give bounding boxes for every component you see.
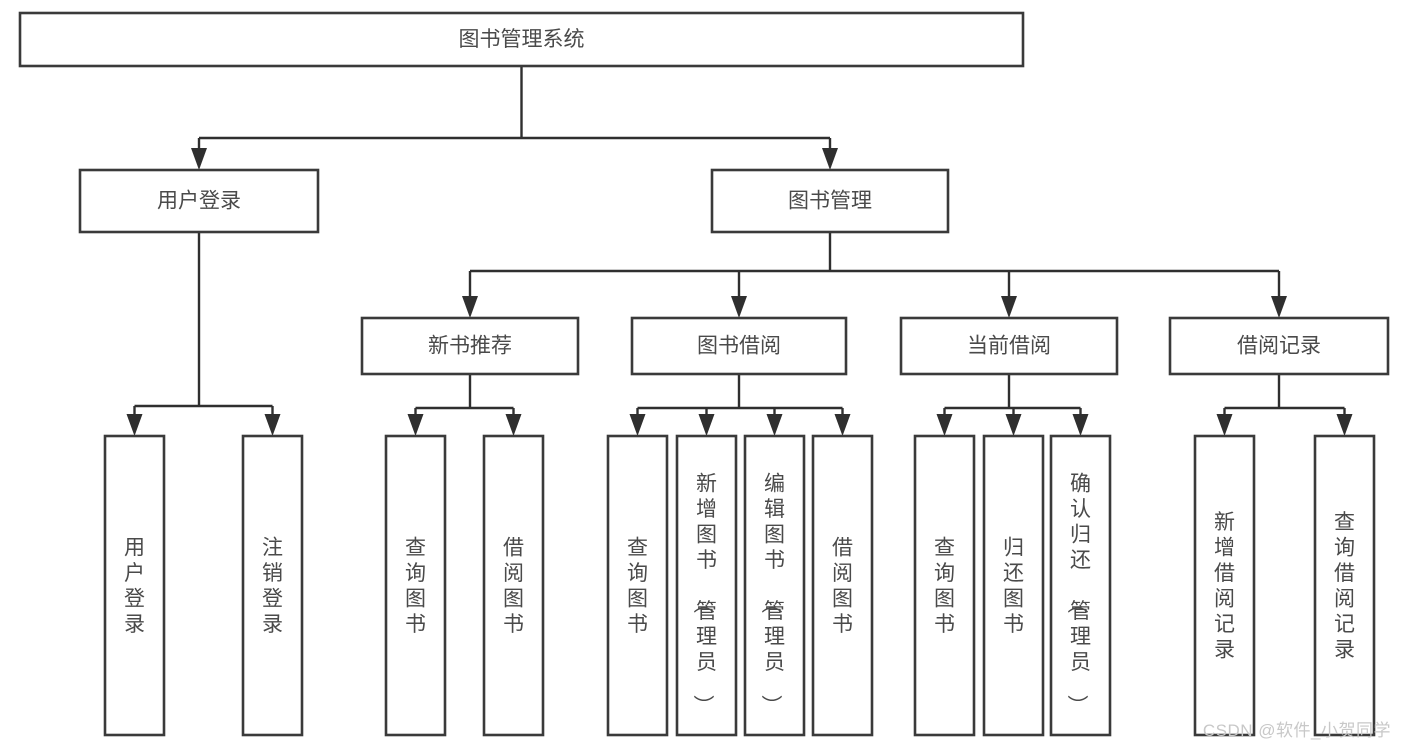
node-leaf-query-book-1[interactable]: 查询图书: [384, 434, 447, 737]
node-label: 确认归还（管理员）: [1065, 473, 1091, 716]
arrow-head-icon: [1005, 414, 1022, 436]
arrow-head-icon: [1072, 414, 1089, 436]
node-login[interactable]: 用户登录: [78, 168, 320, 234]
node-label: 归还图书: [1003, 536, 1024, 636]
connector-group-newbook: [407, 374, 522, 436]
connector-layer: [126, 66, 1353, 436]
connector-group-borrow: [629, 374, 851, 436]
arrow-head-icon: [1216, 414, 1233, 436]
node-leaf-query-book-2[interactable]: 查询图书: [606, 434, 669, 737]
node-leaf-borrow-book-1[interactable]: 借阅图书: [482, 434, 545, 737]
connector-group-bookmgmt: [462, 232, 1287, 318]
arrow-head-icon: [834, 414, 851, 436]
node-box: [18, 11, 1025, 68]
connector-group-current: [936, 374, 1089, 436]
arrow-head-icon: [1271, 296, 1287, 318]
node-box: [103, 434, 166, 737]
node-label: 注销登录: [262, 536, 283, 636]
node-bookmgmt[interactable]: 图书管理: [710, 168, 950, 234]
node-box: [743, 434, 806, 737]
node-box: [675, 434, 738, 737]
node-label: 用户登录: [124, 536, 145, 636]
connector-group-login: [126, 232, 281, 436]
node-label: 图书管理系统: [459, 28, 585, 51]
node-label: 当前借阅: [967, 335, 1051, 358]
node-label: 借阅图书: [832, 536, 853, 636]
node-box: [1168, 316, 1390, 376]
node-box: [913, 434, 976, 737]
arrow-head-icon: [936, 414, 953, 436]
arrow-head-icon: [1001, 296, 1017, 318]
arrow-head-icon: [766, 414, 783, 436]
node-layer: 图书管理系统用户登录图书管理新书推荐图书借阅当前借阅借阅记录用户登录注销登录查询…: [18, 11, 1390, 737]
node-leaf-user-login[interactable]: 用户登录: [103, 434, 166, 737]
node-records[interactable]: 借阅记录: [1168, 316, 1390, 376]
arrow-head-icon: [126, 414, 143, 436]
node-label: 新增图书（管理员）: [691, 473, 717, 716]
node-box: [482, 434, 545, 737]
node-leaf-edit-book[interactable]: 编辑图书（管理员）: [743, 434, 806, 737]
arrow-head-icon: [822, 148, 838, 170]
node-label: 新增借阅记录: [1214, 511, 1235, 662]
arrow-head-icon: [505, 414, 522, 436]
node-box: [899, 316, 1119, 376]
arrow-head-icon: [731, 296, 747, 318]
node-box: [241, 434, 304, 737]
node-leaf-query-record[interactable]: 查询借阅记录: [1313, 434, 1376, 737]
node-label: 查询图书: [627, 536, 648, 636]
node-box: [1049, 434, 1112, 737]
node-box: [982, 434, 1045, 737]
node-label: 查询图书: [405, 536, 426, 636]
node-label: 用户登录: [157, 190, 241, 213]
node-leaf-add-record[interactable]: 新增借阅记录: [1193, 434, 1256, 737]
node-leaf-confirm-return[interactable]: 确认归还（管理员）: [1049, 434, 1112, 737]
arrow-head-icon: [191, 148, 207, 170]
arrow-head-icon: [629, 414, 646, 436]
node-label: 借阅记录: [1237, 335, 1321, 358]
arrow-head-icon: [1336, 414, 1353, 436]
node-label: 查询图书: [934, 536, 955, 636]
node-box: [1193, 434, 1256, 737]
node-box: [811, 434, 874, 737]
node-leaf-add-book[interactable]: 新增图书（管理员）: [675, 434, 738, 737]
node-box: [606, 434, 669, 737]
arrow-head-icon: [698, 414, 715, 436]
node-label: 查询借阅记录: [1334, 511, 1355, 662]
node-current[interactable]: 当前借阅: [899, 316, 1119, 376]
node-leaf-logout[interactable]: 注销登录: [241, 434, 304, 737]
node-root[interactable]: 图书管理系统: [18, 11, 1025, 68]
node-box: [630, 316, 848, 376]
node-leaf-query-book-3[interactable]: 查询图书: [913, 434, 976, 737]
node-box: [1313, 434, 1376, 737]
connector-group-records: [1216, 374, 1353, 436]
node-label: 新书推荐: [428, 335, 512, 358]
node-box: [384, 434, 447, 737]
node-leaf-return-book[interactable]: 归还图书: [982, 434, 1045, 737]
node-newbook[interactable]: 新书推荐: [360, 316, 580, 376]
node-leaf-borrow-book-2[interactable]: 借阅图书: [811, 434, 874, 737]
arrow-head-icon: [264, 414, 281, 436]
connector-group-root: [191, 66, 838, 170]
arrow-head-icon: [407, 414, 424, 436]
node-label: 图书管理: [788, 190, 872, 213]
node-borrow[interactable]: 图书借阅: [630, 316, 848, 376]
node-box: [710, 168, 950, 234]
node-box: [78, 168, 320, 234]
node-label: 编辑图书（管理员）: [759, 473, 785, 716]
node-box: [360, 316, 580, 376]
node-label: 图书借阅: [697, 335, 781, 358]
node-label: 借阅图书: [503, 536, 524, 636]
arrow-head-icon: [462, 296, 478, 318]
